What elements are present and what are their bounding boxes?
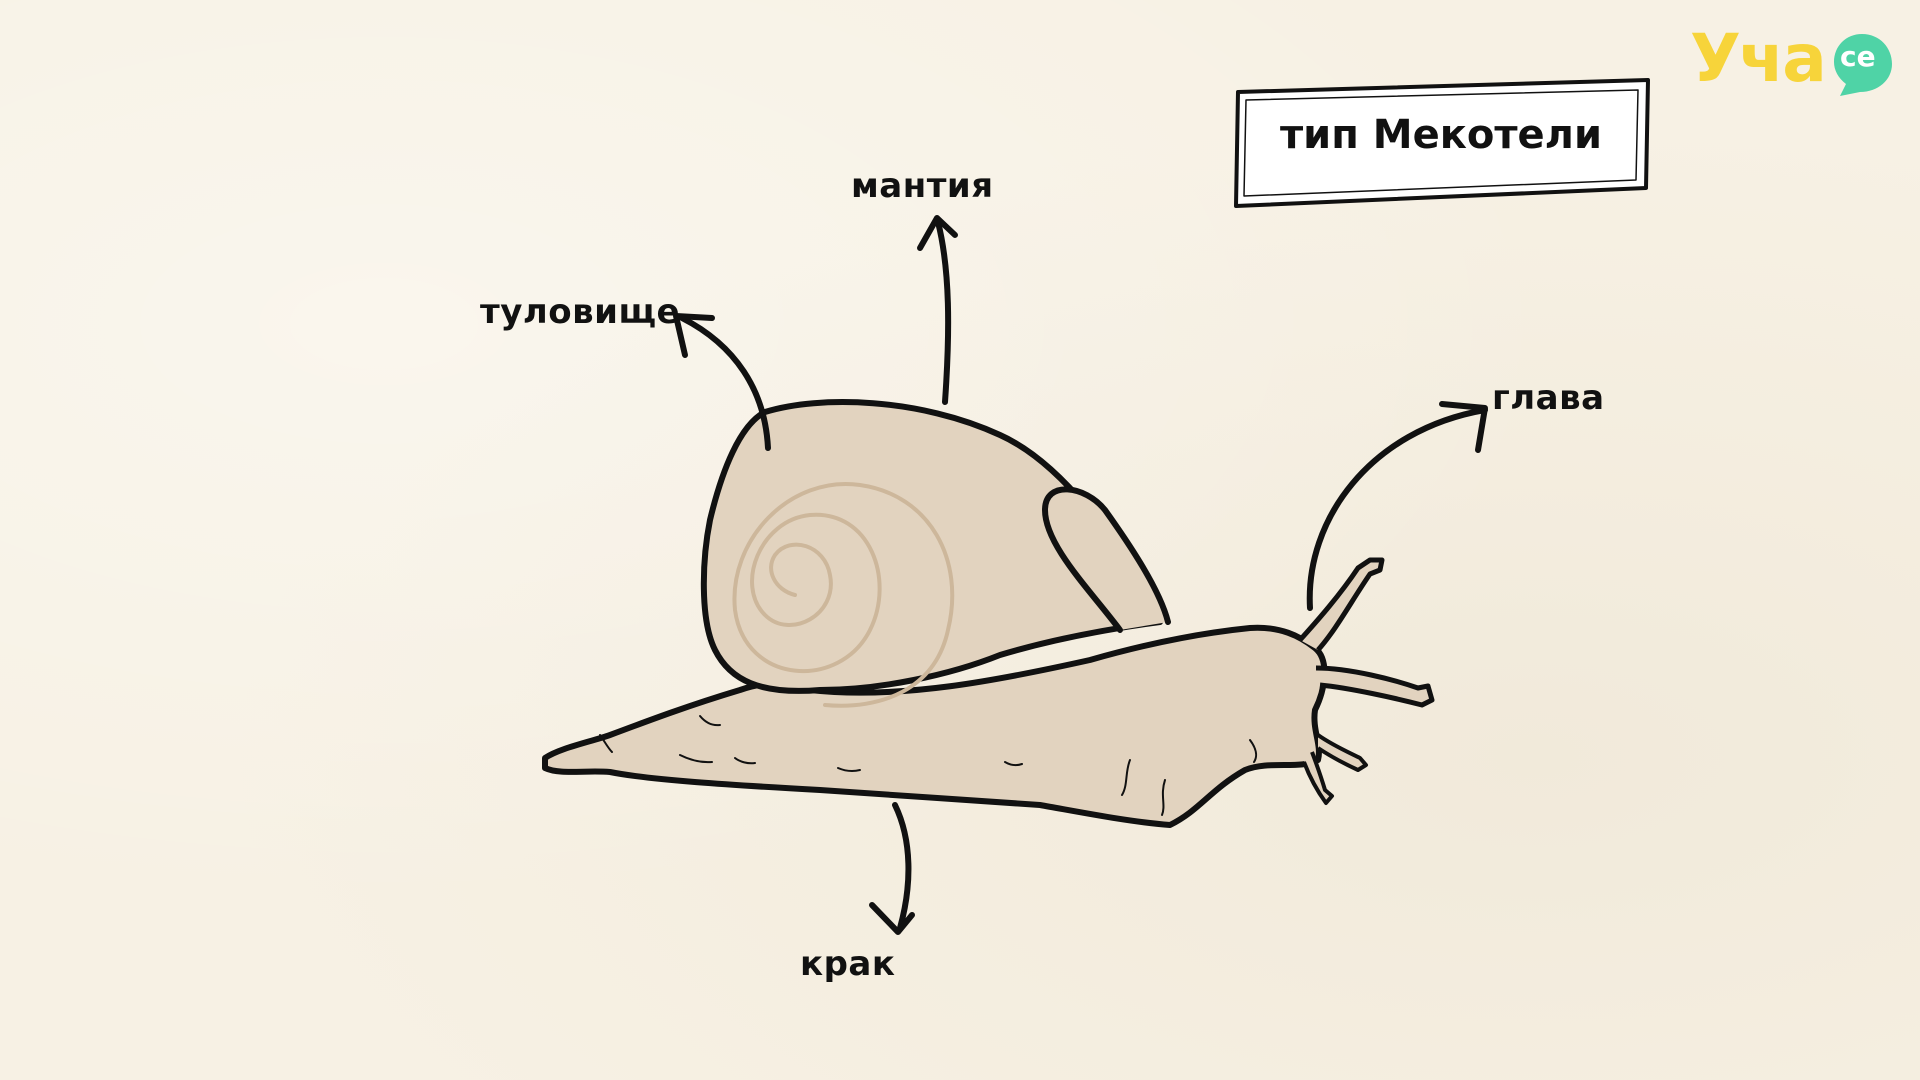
- logo-badge-bubble: [1834, 34, 1892, 96]
- title-box-inner-stroke: [1243, 89, 1639, 197]
- label-head: глава: [1492, 378, 1605, 418]
- label-trunk: туловище: [480, 292, 681, 332]
- page-title: тип Мекотели: [1280, 112, 1602, 158]
- trunk-arrow: [673, 313, 771, 451]
- mantle-arrow: [917, 215, 958, 405]
- middle-tentacle: [1315, 665, 1435, 708]
- head-arrow: [1306, 401, 1488, 611]
- title-box-frame: [1234, 78, 1650, 208]
- small-tentacle-2: [1302, 751, 1334, 805]
- foot-texture: [599, 715, 1258, 816]
- shell-spiral: [732, 481, 955, 708]
- foot-arrow: [869, 802, 915, 935]
- snail-shell: [700, 399, 1163, 694]
- label-foot: крак: [800, 944, 896, 984]
- small-tentacle-1: [1316, 733, 1368, 772]
- upper-tentacle: [1298, 557, 1385, 652]
- mantle-loop: [1042, 486, 1171, 633]
- logo-badge-text: се: [1840, 40, 1876, 73]
- logo-main-text: Уча: [1690, 20, 1827, 97]
- label-mantle: мантия: [851, 166, 994, 206]
